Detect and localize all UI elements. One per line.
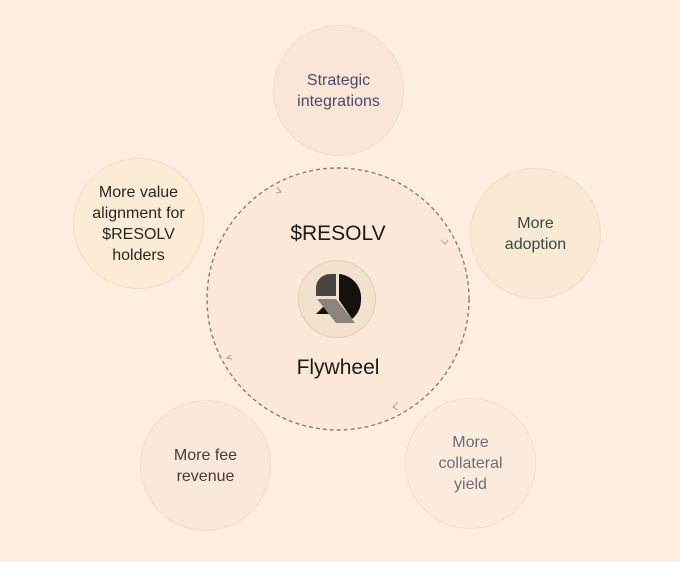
- node-label: More collateral yield: [438, 434, 503, 493]
- node-label: More adoption: [504, 214, 567, 253]
- resolv-logo-icon: [316, 274, 362, 323]
- node-label: More fee revenue: [173, 446, 238, 485]
- ring-arrow-icon: [440, 239, 449, 245]
- logo-badge: [298, 260, 376, 338]
- ring-arrow-icon: [392, 401, 399, 411]
- node-more-adoption: More adoption: [470, 168, 601, 299]
- center-title: $RESOLV: [290, 222, 386, 245]
- node-label: More value alignment for $RESOLV holders: [92, 183, 185, 264]
- ring-arrow-icon: [225, 354, 233, 360]
- node-label: Strategic integrations: [297, 71, 380, 110]
- node-more-collateral-yield: More collateral yield: [405, 398, 536, 529]
- center-subtitle: Flywheel: [296, 356, 380, 379]
- node-more-fee-revenue: More fee revenue: [140, 400, 271, 531]
- ring-arrow-icon: [275, 186, 283, 194]
- node-strategic-integrations: Strategic integrations: [273, 25, 404, 156]
- node-more-value-alignment: More value alignment for $RESOLV holders: [73, 158, 204, 289]
